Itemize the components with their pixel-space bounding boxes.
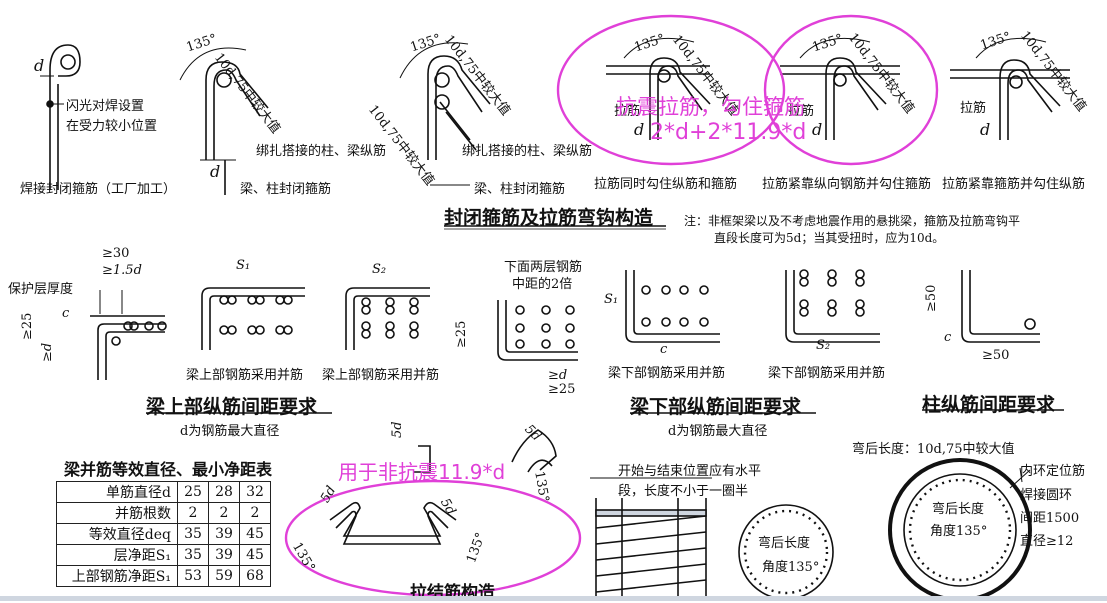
top-beam-ge25: ≥25 <box>20 312 35 340</box>
ring-hook-angle: 角度135° <box>930 524 988 539</box>
table-row-label: 上部钢筋净距S₁ <box>56 565 178 587</box>
tie-ellipse <box>763 14 939 166</box>
table-row-label: 层净距S₁ <box>56 544 178 566</box>
seismic-tie-ellipse <box>556 14 786 166</box>
bound2-caption: 梁、柱封闭箍筋 <box>474 182 566 197</box>
tie2-caption: 拉筋紧靠纵向钢筋并勾住箍筋 <box>762 177 932 192</box>
ring-label-3: 间距1500 <box>1020 511 1080 526</box>
top-beam-caption-a: 梁上部钢筋采用并筋 <box>186 368 304 383</box>
tie3-caption: 拉筋紧靠箍筋并勾住纵筋 <box>942 177 1086 192</box>
top-beam-title: 梁上部纵筋间距要求 <box>146 396 318 418</box>
bound1-caption: 梁、柱封闭箍筋 <box>240 182 332 197</box>
bottom-beam-caption-a: 梁下部钢筋采用并筋 <box>608 366 726 381</box>
table-cell: 35 <box>177 544 209 566</box>
weld-caption: 焊接封闭箍筋（工厂加工） <box>20 182 177 197</box>
table-cell: 2 <box>239 502 271 524</box>
top-beam-subtitle: d为钢筋最大直径 <box>180 424 280 439</box>
tie1-d-label: d <box>634 120 645 139</box>
table-cell: 25 <box>177 481 209 503</box>
top-beam-s2: S₂ <box>372 262 387 277</box>
hook-5d-left: 5d <box>390 421 405 438</box>
table-cell: 45 <box>239 523 271 545</box>
top-beam-ge15d: ≥1.5d <box>102 263 142 278</box>
table-cell: 32 <box>239 481 271 503</box>
annotation-ellipses <box>284 14 939 597</box>
bottom-beam-s2: S₂ <box>816 338 831 353</box>
table-cell: 53 <box>177 565 209 587</box>
column-ge50-b: ≥50 <box>982 348 1010 363</box>
ring-top-note: 弯后长度：10d,75中较大值 <box>852 442 1015 457</box>
tie1-label: 拉筋 <box>614 104 641 119</box>
tie3-label: 拉筋 <box>960 101 987 116</box>
bottom-beam-c: c <box>660 342 668 357</box>
bound2-note: 绑扎搭接的柱、梁纵筋 <box>462 144 593 159</box>
top-beam-s1: S₁ <box>236 258 251 273</box>
small-ring-hook-angle: 角度135° <box>762 560 820 575</box>
tie2-label: 拉筋 <box>788 104 815 119</box>
bottom-beam-ge25: ≥25 <box>548 382 576 397</box>
weld-note-1: 闪光对焊设置 <box>66 99 145 114</box>
bottom-beam-subtitle: d为钢筋最大直径 <box>668 424 768 439</box>
bottom-beam-caption-b: 梁下部钢筋采用并筋 <box>768 366 886 381</box>
table-cell: 45 <box>239 544 271 566</box>
top-beam-c: c <box>62 306 70 321</box>
table-cell: 2 <box>177 502 209 524</box>
bottom-beam-note-1: 下面两层钢筋 <box>504 260 583 275</box>
table-row-label: 单筋直径d <box>56 481 178 503</box>
ring-label-2: 焊接圆环 <box>1020 488 1073 503</box>
table-cell: 35 <box>177 523 209 545</box>
column-c: c <box>944 330 952 345</box>
table-cell: 39 <box>208 523 240 545</box>
small-ring-hook-length: 弯后长度 <box>758 536 811 551</box>
spiral-note-1: 开始与结束位置应有水平 <box>618 464 762 479</box>
bound1-note: 绑扎搭接的柱、梁纵筋 <box>256 144 387 159</box>
tie2-d-label: d <box>812 120 823 139</box>
top-beam-cover: 保护层厚度 <box>8 282 74 297</box>
window-bottom-bar <box>0 596 1107 601</box>
ring-label-4: 直径≥12 <box>1020 534 1074 549</box>
seismic-label: 抗震拉筋，勾住箍筋 <box>616 95 805 119</box>
tie3-d-label: d <box>980 120 991 139</box>
bottom-beam-title: 梁下部纵筋间距要求 <box>630 396 802 418</box>
nonseismic-label: 用于非抗震11.9*d <box>338 460 506 484</box>
spiral-note-2: 段，长度不小于一圈半 <box>618 484 749 499</box>
nonseismic-ellipse <box>284 479 582 597</box>
table-row-label: 并筋根数 <box>56 502 178 524</box>
bottom-beam-note-2: 中距的2倍 <box>512 277 573 292</box>
column-title: 柱纵筋间距要求 <box>922 394 1056 416</box>
table-cell: 59 <box>208 565 240 587</box>
table-title: 梁并筋等效直径、最小净距表 <box>64 460 273 479</box>
seismic-formula: 2*d+2*11.9*d <box>650 120 807 145</box>
table-cell: 2 <box>208 502 240 524</box>
bottom-beam-ge25-side: ≥25 <box>454 320 469 348</box>
bottom-beam-ged: ≥d <box>548 368 568 383</box>
hook-section-title: 封闭箍筋及拉筋弯钩构造 <box>444 207 654 229</box>
bottom-beam-s1: S₁ <box>604 292 619 307</box>
hook-note-line-2: 直段长度可为5d；当其受扭时，应为10d。 <box>714 231 945 245</box>
table-cell: 39 <box>208 544 240 566</box>
top-beam-caption-b: 梁上部钢筋采用并筋 <box>322 368 440 383</box>
bound1-d-label: d <box>210 162 221 181</box>
top-beam-ge30: ≥30 <box>102 246 130 261</box>
ring-label-1: 内环定位筋 <box>1020 464 1086 479</box>
weld-note-2: 在受力较小位置 <box>66 119 158 134</box>
table-row-label: 等效直径deq <box>56 523 178 545</box>
table-cell: 68 <box>239 565 271 587</box>
hook-note-line-1: 注：非框架梁以及不考虑地震作用的悬挑梁，箍筋及拉筋弯钩平 <box>684 214 1021 228</box>
weld-d-label: d <box>34 56 45 75</box>
tie1-caption: 拉筋同时勾住纵筋和箍筋 <box>594 177 738 192</box>
column-ge50-a: ≥50 <box>924 284 939 312</box>
top-beam-ged: ≥d <box>40 342 55 362</box>
table-cell: 28 <box>208 481 240 503</box>
ring-hook-length: 弯后长度 <box>932 502 985 517</box>
